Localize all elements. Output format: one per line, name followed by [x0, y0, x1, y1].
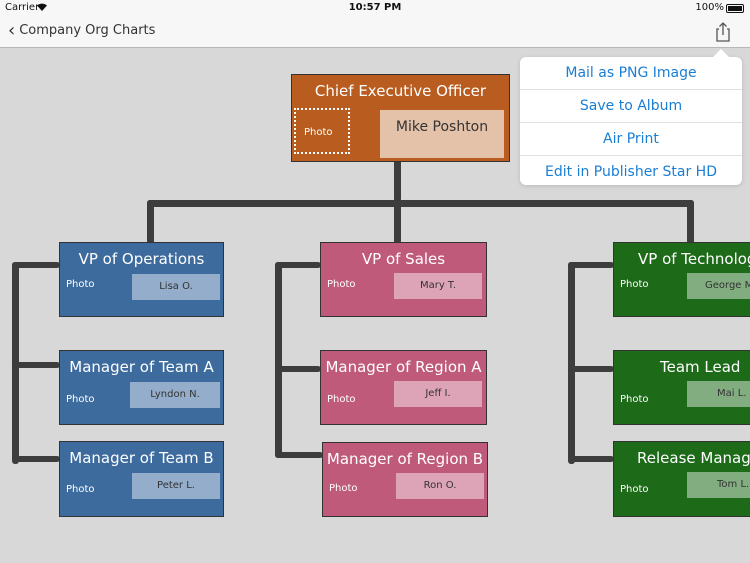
connector-line: [12, 456, 60, 462]
battery-percent: 100%: [695, 2, 724, 13]
connector-line: [568, 262, 575, 464]
connector-line: [12, 262, 60, 268]
connector-line: [275, 366, 321, 372]
connector-line: [275, 452, 323, 458]
wifi-icon: [36, 2, 48, 15]
org-node-manager-region-b[interactable]: Manager of Region B Photo Ron O.: [322, 442, 488, 517]
connector-line: [12, 362, 60, 368]
node-title: VP of Technology: [638, 250, 750, 268]
connector-line: [394, 200, 401, 244]
org-node-release-manager[interactable]: Release Manager Photo Tom L.: [613, 441, 750, 517]
back-label: Company Org Charts: [19, 23, 156, 38]
photo-label: Photo: [327, 394, 356, 405]
node-name: Tom L.: [687, 472, 750, 498]
node-name: Lisa O.: [132, 274, 220, 300]
back-button[interactable]: ‹ Company Org Charts: [8, 19, 156, 41]
node-title: Release Manager: [637, 449, 750, 467]
connector-line: [394, 152, 401, 202]
org-node-ceo[interactable]: Chief Executive Officer Photo Mike Posht…: [291, 74, 510, 162]
node-title: Chief Executive Officer: [314, 82, 487, 100]
org-node-manager-region-a[interactable]: Manager of Region A Photo Jeff I.: [320, 350, 487, 425]
org-chart-canvas: Chief Executive Officer Photo Mike Posht…: [0, 48, 750, 563]
popover-arrow: [712, 49, 730, 58]
org-node-vp-operations[interactable]: VP of Operations Photo Lisa O.: [59, 242, 224, 317]
node-name: Lyndon N.: [130, 382, 220, 408]
photo-label: Photo: [327, 279, 356, 290]
connector-line: [147, 200, 694, 207]
photo-placeholder[interactable]: Photo: [294, 108, 350, 154]
node-title: VP of Sales: [361, 250, 446, 268]
org-node-vp-technology[interactable]: VP of Technology Photo George M: [613, 242, 750, 317]
org-node-team-lead[interactable]: Team Lead Photo Mai L.: [613, 350, 750, 425]
share-menu-popover: Mail as PNG Image Save to Album Air Prin…: [520, 49, 742, 185]
node-title: Manager of Team A: [69, 358, 214, 376]
battery-icon: [726, 4, 744, 13]
node-name: Peter L.: [132, 473, 220, 499]
photo-label: Photo: [66, 484, 95, 495]
connector-line: [147, 200, 154, 244]
node-title: Manager of Team B: [69, 449, 214, 467]
navigation-bar: ‹ Company Org Charts: [0, 16, 750, 48]
connector-line: [275, 262, 321, 268]
photo-label: Photo: [66, 279, 95, 290]
photo-label: Photo: [620, 394, 649, 405]
node-name: Mai L.: [687, 381, 750, 407]
org-node-manager-team-a[interactable]: Manager of Team A Photo Lyndon N.: [59, 350, 224, 425]
node-title: Manager of Region A: [325, 358, 482, 376]
status-bar: Carrier 10:57 PM 100%: [0, 0, 750, 16]
share-icon[interactable]: [712, 21, 734, 43]
node-name: Ron O.: [396, 473, 484, 499]
carrier-label: Carrier: [5, 2, 40, 13]
org-node-manager-team-b[interactable]: Manager of Team B Photo Peter L.: [59, 441, 224, 517]
chevron-left-icon: ‹: [8, 19, 16, 41]
menu-item-edit-publisher[interactable]: Edit in Publisher Star HD: [545, 164, 717, 180]
node-name: George M: [687, 273, 750, 299]
node-name: Mike Poshton: [380, 110, 504, 158]
node-name: Jeff I.: [394, 381, 482, 407]
node-title: Team Lead: [660, 358, 741, 376]
photo-label: Photo: [66, 394, 95, 405]
photo-label: Photo: [329, 483, 358, 494]
connector-line: [568, 366, 614, 372]
connector-line: [568, 456, 614, 462]
connector-line: [275, 262, 282, 458]
photo-label: Photo: [620, 279, 649, 290]
photo-label: Photo: [620, 484, 649, 495]
org-node-vp-sales[interactable]: VP of Sales Photo Mary T.: [320, 242, 487, 317]
node-title: Manager of Region B: [326, 450, 484, 468]
status-time: 10:57 PM: [348, 2, 402, 13]
menu-item-save-album[interactable]: Save to Album: [520, 90, 742, 123]
connector-line: [687, 200, 694, 244]
node-title: VP of Operations: [78, 250, 205, 268]
node-name: Mary T.: [394, 273, 482, 299]
connector-line: [568, 262, 614, 268]
menu-item-air-print[interactable]: Air Print: [520, 123, 742, 156]
menu-item-mail-png[interactable]: Mail as PNG Image: [520, 57, 742, 90]
